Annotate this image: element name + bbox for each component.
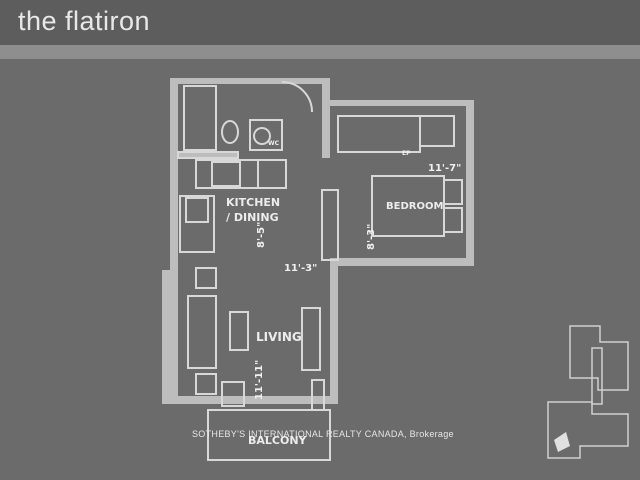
key-plan-unit-highlight xyxy=(554,432,570,452)
wall-bedroom-right xyxy=(466,100,474,260)
key-plan-lower xyxy=(547,401,629,459)
ottoman-2 xyxy=(221,381,245,407)
dimension-bedroom-width: 11'-7" xyxy=(428,163,462,174)
wall-bedroom-top xyxy=(330,100,470,106)
room-label-bedroom: BEDROOM xyxy=(386,201,444,212)
room-label-dining: / DINING xyxy=(226,211,279,224)
header-rule xyxy=(0,45,640,59)
toilet xyxy=(221,120,239,144)
key-plan-tower xyxy=(591,347,603,405)
bed xyxy=(371,175,445,237)
balcony xyxy=(207,409,331,461)
wall-bottom xyxy=(162,396,338,404)
nightstand xyxy=(419,115,455,147)
ottoman xyxy=(195,373,217,395)
coffee-table xyxy=(229,311,249,351)
fixture-label-wc: WC xyxy=(268,140,280,147)
interior-lines xyxy=(177,81,463,461)
pillow-1 xyxy=(443,179,463,205)
wall-left xyxy=(170,78,178,398)
bath-wall xyxy=(177,151,239,159)
sink xyxy=(185,197,209,223)
fridge xyxy=(257,159,287,189)
closet-bedroom xyxy=(337,115,421,153)
room-label-living: LIVING xyxy=(256,330,302,344)
chair-2 xyxy=(301,307,321,371)
pillow-2 xyxy=(443,207,463,233)
room-label-balcony: BALCONY xyxy=(248,434,307,447)
brand-title: the flatiron xyxy=(18,6,151,36)
brokerage-credit: SOTHEBY'S INTERNATIONAL REALTY CANADA, B… xyxy=(192,429,454,439)
counter-left xyxy=(179,195,215,253)
dimension-bedroom-vertical: 8'-3" xyxy=(366,223,377,250)
key-plan-inset xyxy=(547,325,629,459)
wall-right-living xyxy=(330,258,338,398)
wall-center-top xyxy=(322,78,330,158)
linen-unit xyxy=(311,379,325,411)
fixture-label-ep: EP xyxy=(402,150,411,157)
header-band xyxy=(0,0,640,45)
dimension-kitchen-width: 11'-3" xyxy=(284,263,318,274)
stove xyxy=(211,161,241,187)
bathtub xyxy=(183,85,217,151)
sofa xyxy=(187,295,217,369)
bedroom-door-frame xyxy=(321,189,339,261)
key-plan-lines xyxy=(547,325,629,459)
wall-top-left xyxy=(170,78,322,84)
bath-door-arc xyxy=(281,81,313,113)
wall-bedroom-bottom xyxy=(338,258,474,266)
room-label-kitchen: KITCHEN xyxy=(226,196,281,209)
key-plan-upper xyxy=(569,325,629,391)
dimension-living-vertical: 11'-11" xyxy=(254,359,265,400)
washer-drum xyxy=(253,127,271,145)
dimension-kitchen-vertical: 8'-5" xyxy=(256,221,267,248)
wall-left-lower xyxy=(162,270,170,400)
washer xyxy=(249,119,283,151)
exterior-walls xyxy=(162,78,474,404)
chair-1 xyxy=(195,267,217,289)
